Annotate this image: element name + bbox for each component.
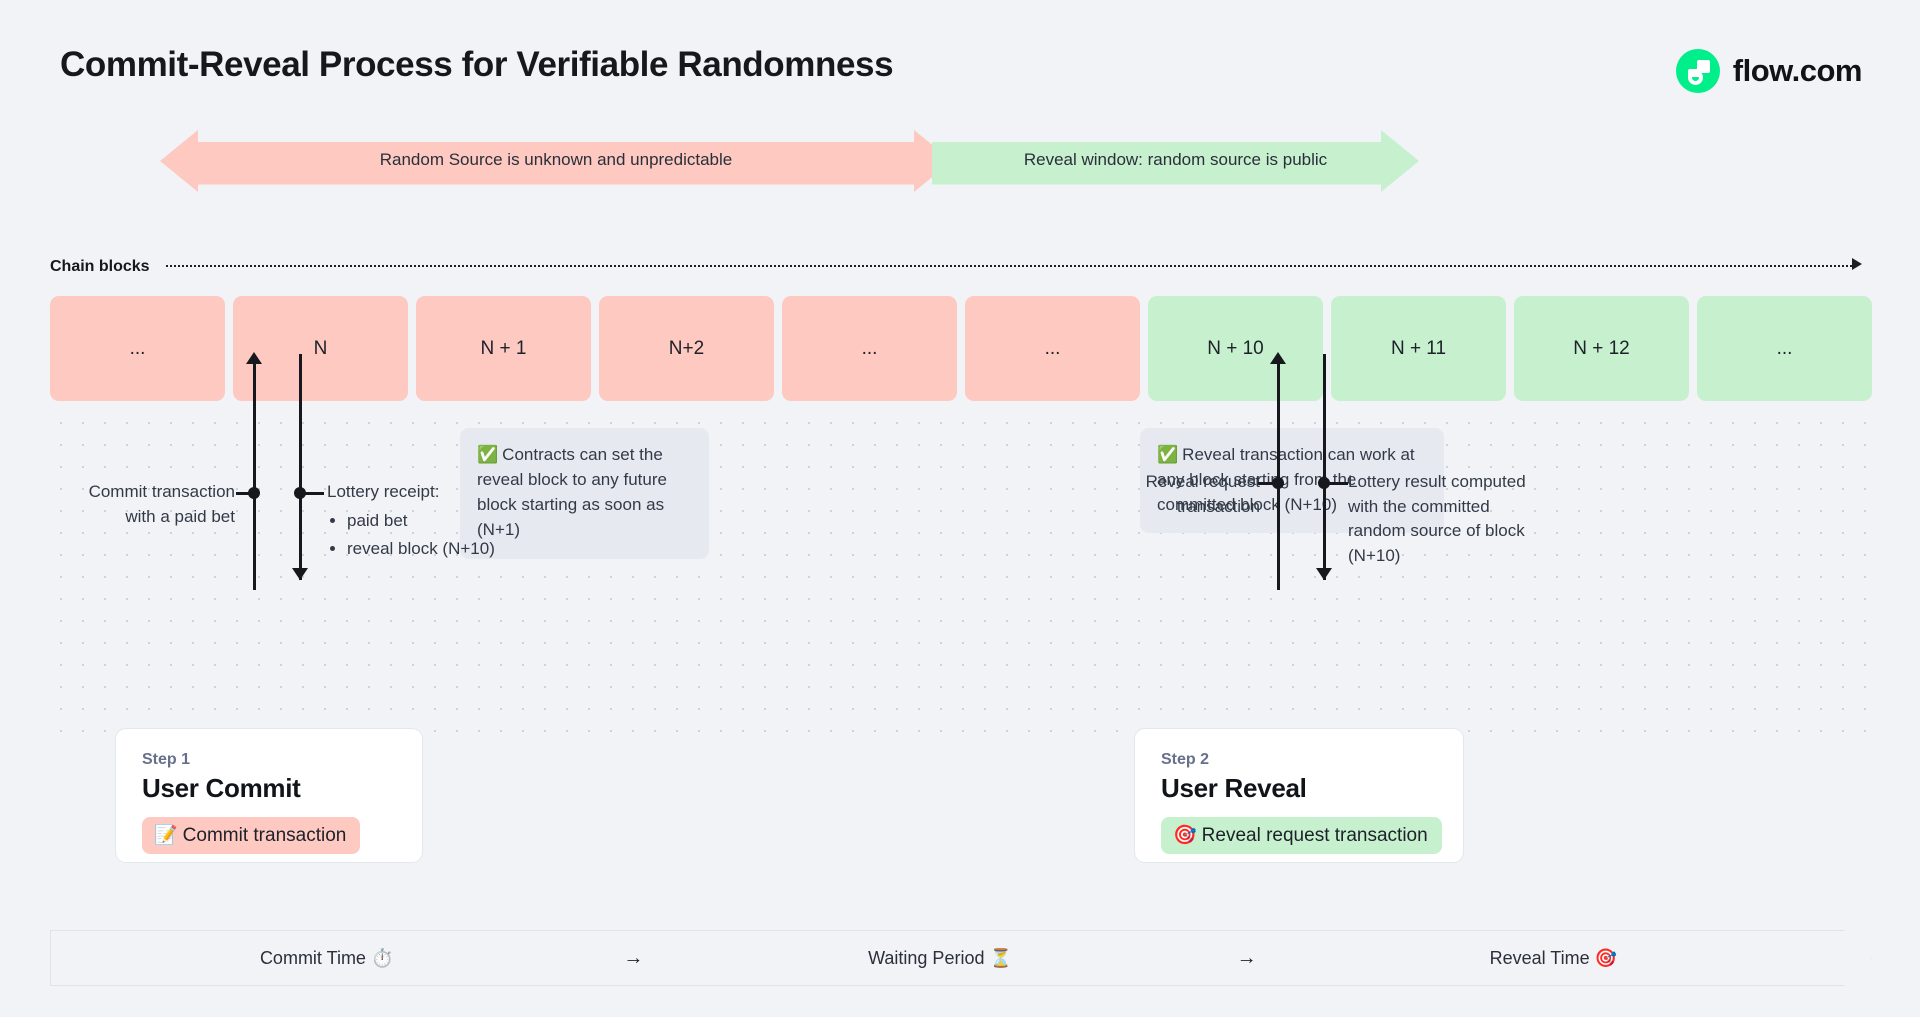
banner-reveal-label: Reveal window: random source is public — [1023, 150, 1328, 169]
callout-reveal-window-text: Reveal transaction can work at any block… — [1157, 445, 1415, 515]
timeline-segment: Commit Time ⏱️ — [50, 948, 603, 969]
chain-block-label: N+2 — [668, 337, 705, 359]
chain-block-label: ... — [1776, 337, 1793, 359]
timeline-segment-icon: 🎯 — [1589, 947, 1618, 968]
timeline-segment-label: Commit Time — [259, 947, 366, 968]
annotation-commit-transaction: Commit transaction with a paid bet — [88, 482, 235, 526]
step-1-title: User Commit — [142, 773, 301, 803]
chain-block: ... — [782, 296, 957, 401]
timeline-segment: Reveal Time 🎯 — [1277, 948, 1830, 969]
callout-reveal-window: ✅Reveal transaction can work at any bloc… — [1140, 428, 1444, 534]
timeline-segments: Commit Time ⏱️ → Waiting Period ⏳ → Reveal T… — [50, 930, 1830, 986]
chain-block: N — [233, 296, 408, 401]
chain-axis-line — [166, 265, 1856, 267]
commit-arrow-head-icon — [246, 352, 262, 364]
check-icon: ✅ — [1157, 445, 1179, 464]
result-arrow-dot — [1318, 477, 1330, 489]
step-2-eyebrow: Step 2 — [1161, 751, 1210, 768]
timeline-segment: Waiting Period ⏳ — [663, 948, 1216, 969]
receipt-arrow-head-icon — [292, 568, 308, 580]
result-arrow-line — [1323, 354, 1326, 580]
step-2-action-label: Reveal request transaction — [1201, 825, 1428, 846]
check-icon: ✅ — [477, 445, 499, 464]
chain-blocks-row: ... N N + 1 N+2...... N + 10 N + 11 N + 12... — [50, 296, 1872, 401]
annotation-lottery-receipt: Lottery receipt: paid bet reveal block (N… — [327, 480, 542, 562]
timeline-separator-arrow-icon: → — [1236, 946, 1257, 969]
lottery-receipt-item: paid bet — [347, 509, 542, 534]
timeline-segment-icon: ⏱️ — [365, 947, 394, 968]
timeline-bar — [50, 930, 1872, 986]
header: Commit-Reveal Process for Verifiable Ran… — [0, 0, 1920, 120]
step-1-action-label: Commit transaction — [182, 825, 347, 846]
timeline-segment-label: Reveal Time — [1489, 947, 1590, 968]
timeline-separator-arrow-icon: → — [623, 946, 644, 969]
chain-block-label: N + 12 — [1573, 337, 1630, 359]
timeline-segment-label: Waiting Period — [868, 947, 985, 968]
step-card-user-reveal[interactable]: Step 2 User Reveal 🎯Reveal request trans… — [1134, 728, 1464, 863]
receipt-leader-line — [302, 492, 324, 495]
reveal-leader-line — [1258, 482, 1280, 485]
chain-blocks-label: Chain blocks — [50, 258, 150, 275]
chain-block-label: N + 1 — [480, 337, 527, 359]
step-2-action-pill[interactable]: 🎯Reveal request transaction — [1161, 817, 1442, 854]
target-icon: 🎯 — [1173, 825, 1197, 846]
brand-name: flow.com — [1732, 53, 1863, 88]
chain-block: ... — [50, 296, 225, 401]
brand-logo: flow.com — [1675, 49, 1863, 93]
banner-unknown-label: Random Source is unknown and unpredictab… — [379, 150, 733, 169]
result-leader-line — [1326, 482, 1348, 485]
chain-block-label: ... — [1044, 337, 1061, 359]
chain-block: N + 1 — [416, 296, 591, 401]
lottery-receipt-title: Lottery receipt: — [327, 482, 440, 501]
commit-leader-line — [236, 492, 258, 495]
result-arrow-head-icon — [1316, 568, 1332, 580]
receipt-arrow-dot — [294, 487, 306, 499]
page-title: Commit-Reveal Process for Verifiable Ran… — [60, 45, 894, 84]
chain-block-label: ... — [129, 337, 146, 359]
chain-block: N + 11 — [1331, 296, 1506, 401]
reveal-arrow-head-icon — [1270, 352, 1286, 364]
annotation-reveal-request: Reveal request transaction — [1145, 472, 1260, 516]
chain-block-label: N + 10 — [1207, 337, 1264, 359]
banner-reveal-window: Reveal window: random source is public — [932, 130, 1419, 192]
commit-arrow-line — [253, 364, 256, 590]
chain-block: ... — [965, 296, 1140, 401]
memo-icon: 📝 — [154, 825, 178, 846]
step-2-title: User Reveal — [1161, 773, 1307, 803]
chain-block: N + 12 — [1514, 296, 1689, 401]
chain-block-label: N — [313, 337, 328, 359]
step-1-eyebrow: Step 1 — [142, 751, 191, 768]
chain-block: N+2 — [599, 296, 774, 401]
chain-block-label: N + 11 — [1390, 337, 1447, 359]
annotation-lottery-result: Lottery result computed with the committ… — [1348, 472, 1526, 565]
callout-commit-window-text: Contracts can set the reveal block to an… — [477, 445, 667, 540]
lottery-receipt-item: reveal block (N+10) — [347, 537, 542, 562]
banner-unknown-phase: Random Source is unknown and unpredictab… — [160, 130, 952, 192]
receipt-arrow-line — [299, 354, 302, 580]
step-card-user-commit[interactable]: Step 1 User Commit 📝Commit transaction — [115, 728, 423, 863]
chain-block: N + 10 — [1148, 296, 1323, 401]
timeline-segment-icon: ⏳ — [984, 947, 1012, 968]
chain-block: ... — [1697, 296, 1872, 401]
lottery-receipt-list: paid bet reveal block (N+10) — [327, 509, 542, 562]
callout-commit-window: ✅Contracts can set the reveal block to a… — [460, 428, 709, 559]
chain-block-label: ... — [861, 337, 878, 359]
dot-grid-background — [50, 412, 1872, 732]
flow-logo-icon — [1675, 49, 1720, 93]
chain-axis-arrow-icon — [1852, 258, 1862, 270]
step-1-action-pill[interactable]: 📝Commit transaction — [142, 817, 361, 854]
